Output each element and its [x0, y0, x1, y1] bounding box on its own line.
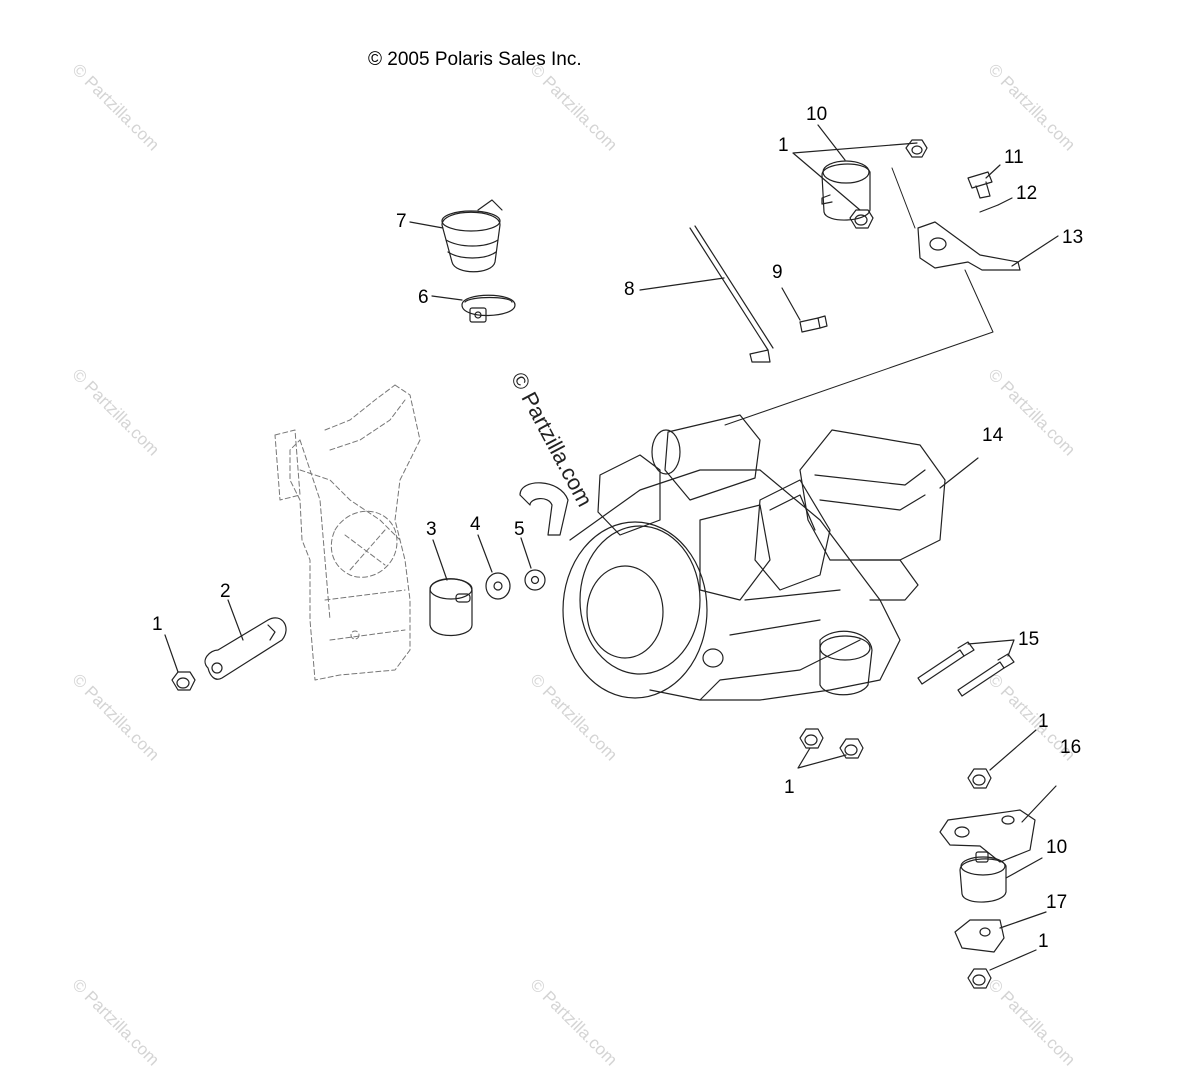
- nut-icon: [967, 968, 992, 989]
- intake-boot-icon: [441, 199, 503, 273]
- callout-10: 10: [1046, 837, 1068, 858]
- callout-7: 7: [396, 211, 407, 232]
- nut-icon: [849, 209, 874, 229]
- callout-15: 15: [1018, 629, 1040, 650]
- rod-icon: [689, 225, 774, 363]
- callout-6: 6: [418, 287, 429, 308]
- bolt-icon: [957, 653, 1015, 697]
- washer-icon: [485, 572, 511, 600]
- callout-1: 1: [152, 614, 163, 635]
- damper-icon: [429, 578, 473, 637]
- nut-icon: [799, 728, 824, 749]
- callout-11: 11: [1004, 147, 1024, 168]
- callout-4: 4: [470, 514, 481, 535]
- washer-icon: [524, 569, 546, 591]
- callout-16: 16: [1060, 737, 1082, 758]
- bolt-icon: [799, 315, 828, 333]
- callout-1: 1: [778, 135, 789, 156]
- callout-9: 9: [772, 262, 783, 283]
- callout-12: 12: [1016, 183, 1038, 204]
- engine-icon: [519, 414, 946, 701]
- bracket-icon: [917, 221, 1021, 271]
- callout-13: 13: [1062, 227, 1084, 248]
- bolt-icon: [917, 641, 975, 685]
- copyright-notice: © 2005 Polaris Sales Inc.: [368, 49, 582, 70]
- nut-icon: [839, 738, 864, 759]
- callout-1: 1: [784, 777, 795, 798]
- bracket-icon: [954, 919, 1005, 953]
- pin-icon: [979, 204, 999, 213]
- clamp-icon: [461, 294, 516, 323]
- frame-outline: [274, 384, 421, 681]
- damper-icon: [959, 851, 1007, 903]
- callout-1: 1: [1038, 711, 1049, 732]
- callout-3: 3: [426, 519, 437, 540]
- callout-17: 17: [1046, 892, 1068, 913]
- nut-icon: [905, 139, 928, 158]
- callout-2: 2: [220, 581, 231, 602]
- callout-14: 14: [982, 425, 1004, 446]
- callout-5: 5: [514, 519, 525, 540]
- callout-8: 8: [624, 279, 635, 300]
- bolt-icon: [967, 171, 993, 199]
- bracket-icon: [939, 809, 1036, 863]
- nut-icon: [171, 671, 196, 691]
- callout-10: 10: [806, 104, 828, 125]
- nut-icon: [967, 768, 992, 789]
- plate-icon: [204, 617, 287, 680]
- callout-1: 1: [1038, 931, 1049, 952]
- damper-icon: [821, 160, 871, 221]
